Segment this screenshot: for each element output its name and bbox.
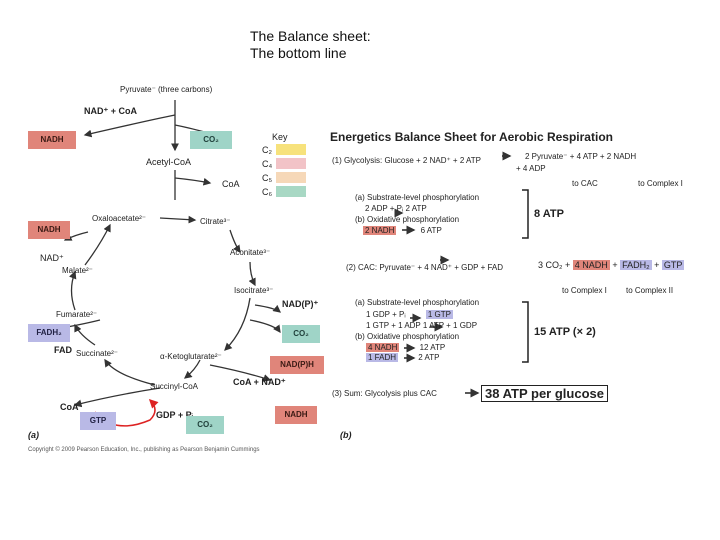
glyc-sub-b: (b) Oxidative phosphorylation	[355, 215, 460, 224]
nadh-box-top: NADH	[28, 131, 76, 149]
nadp-label: NAD(P)⁺	[282, 299, 319, 309]
key-row: C₂	[262, 144, 306, 155]
key-swatch	[276, 158, 307, 169]
coa-label-1: CoA	[222, 179, 240, 189]
cac-sub-b: (b) Oxidative phosphorylation	[355, 332, 460, 341]
cac-4nadh: 4 NADH	[366, 343, 400, 352]
sum-eq: (3) Sum: Glycolysis plus CAC	[332, 389, 437, 398]
cac-gdp-pi: 1 GDP + Pᵢ	[366, 310, 406, 319]
to-complex-1-b: to Complex I	[562, 286, 607, 295]
to-complex-2: to Complex II	[626, 286, 674, 295]
balance-sheet-title: Energetics Balance Sheet for Aerobic Res…	[330, 130, 613, 144]
co2-box-bottom: CO₂	[186, 416, 224, 434]
cac-gtp-1: 1 GTP	[425, 310, 453, 319]
malate-label: Malate²⁻	[62, 266, 93, 275]
glyc-sub-b-eq: 2 NADH 6 ATP	[363, 226, 442, 235]
panel-b-label: (b)	[340, 430, 352, 440]
co2-box-right: CO₂	[282, 325, 320, 343]
cac-gtp: GTP	[661, 260, 685, 270]
color-key: Key C₂ C₄ C₅ C₆	[258, 130, 320, 202]
cac-sub-a: (a) Substrate-level phosphorylation	[355, 298, 480, 307]
panel-a-label: (a)	[28, 430, 39, 440]
aconitate-label: Aconitate³⁻	[230, 248, 271, 257]
cac-sub-b-eq2: 1 FADH 2 ATP	[366, 353, 439, 362]
key-label: C₂	[262, 144, 272, 155]
key-title: Key	[272, 132, 288, 142]
coa-nad-label: CoA + NAD⁺	[233, 377, 286, 387]
key-label: C₅	[262, 172, 273, 183]
fad-label: FAD	[54, 345, 72, 355]
succinate-label: Succinate²⁻	[76, 349, 119, 358]
copyright: Copyright © 2009 Pearson Education, Inc.…	[28, 447, 260, 453]
cac-fadh2: FADH₂	[620, 260, 652, 270]
glyc-sub-a: (a) Substrate-level phosphorylation	[355, 193, 480, 202]
to-complex-1-a: to Complex I	[638, 179, 683, 188]
gdp-pi-label: GDP + Pᵢ	[156, 410, 193, 420]
cac-sub-b-eq1: 4 NADH 12 ATP	[366, 343, 445, 352]
key-swatch	[276, 144, 306, 155]
citrate-label: Citrate³⁻	[200, 217, 231, 226]
title-line-1: The Balance sheet:	[250, 28, 371, 44]
isocitrate-label: Isocitrate³⁻	[234, 286, 274, 295]
cac-2atp: 2 ATP	[418, 353, 440, 362]
glycolysis-products-2: + 4 ADP	[516, 164, 546, 173]
cac-sub-a-eq2: 1 GTP + 1 ADP 1 ATP + 1 GDP	[366, 321, 478, 330]
cac-eq: (2) CAC: Pyruvate⁻ + 4 NAD⁺ + GDP + FAD	[346, 263, 504, 272]
slide-title: The Balance sheet: The bottom line	[250, 28, 371, 62]
ketoglutarate-label: α-Ketoglutarate²⁻	[160, 352, 222, 361]
glyc-sub-a-eq: 2 ADP + Pᵢ 2 ATP	[365, 204, 427, 213]
glyc-nadh-highlight: 2 NADH	[363, 226, 397, 235]
nad-left-label: NAD⁺	[40, 253, 64, 263]
total-atp: 38 ATP per glucose	[481, 385, 608, 402]
co2-box-top: CO₂	[190, 131, 232, 149]
nadh-box-left: NADH	[28, 221, 70, 239]
nadph-box: NAD(P)H	[270, 356, 324, 374]
key-row: C₆	[262, 186, 307, 197]
cac-12atp: 12 ATP	[419, 343, 446, 352]
fadh2-box: FADH₂	[28, 324, 70, 342]
key-swatch	[276, 186, 307, 197]
coa-label-2: CoA	[60, 402, 79, 412]
cac-products: 3 CO₂ + 4 NADH + FADH₂ + GTP	[538, 260, 685, 270]
oxaloacetate-label: Oxaloacetate²⁻	[92, 214, 147, 223]
to-cac-label: to CAC	[572, 179, 598, 188]
key-label: C₄	[262, 158, 273, 169]
key-row: C₅	[262, 172, 307, 183]
cac-nadh: 4 NADH	[572, 260, 610, 270]
glycolysis-eq: (1) Glycolysis: Glucose + 2 NAD⁺ + 2 ATP	[332, 156, 482, 165]
pyruvate-label: Pyruvate⁻ (three carbons)	[120, 85, 213, 94]
succinyl-coa-label: Succinyl-CoA	[150, 382, 199, 391]
nad-coa-label: NAD⁺ + CoA	[84, 106, 138, 116]
key-swatch	[276, 172, 307, 183]
cac-1fadh: 1 FADH	[366, 353, 399, 362]
atp-15-total: 15 ATP (× 2)	[534, 326, 596, 338]
glycolysis-products: 2 Pyruvate⁻ + 4 ATP + 2 NADH	[525, 152, 636, 161]
key-row: C₄	[262, 158, 307, 169]
nadh-box-bottom: NADH	[275, 406, 317, 424]
key-label: C₆	[262, 186, 273, 197]
atp-8-total: 8 ATP	[534, 208, 564, 220]
acetyl-coa-label: Acetyl-CoA	[146, 157, 192, 167]
fumarate-label: Fumarate²⁻	[56, 310, 98, 319]
gtp-box: GTP	[80, 412, 116, 430]
cac-co2: 3 CO₂	[538, 260, 563, 270]
cac-sub-a-eq1: 1 GDP + Pᵢ 1 GTP	[366, 310, 453, 319]
title-line-2: The bottom line	[250, 45, 347, 61]
glycolysis-products-text: 2 Pyruvate⁻ + 4 ATP + 2 NADH	[525, 152, 637, 161]
glyc-atp6: 6 ATP	[420, 226, 442, 235]
